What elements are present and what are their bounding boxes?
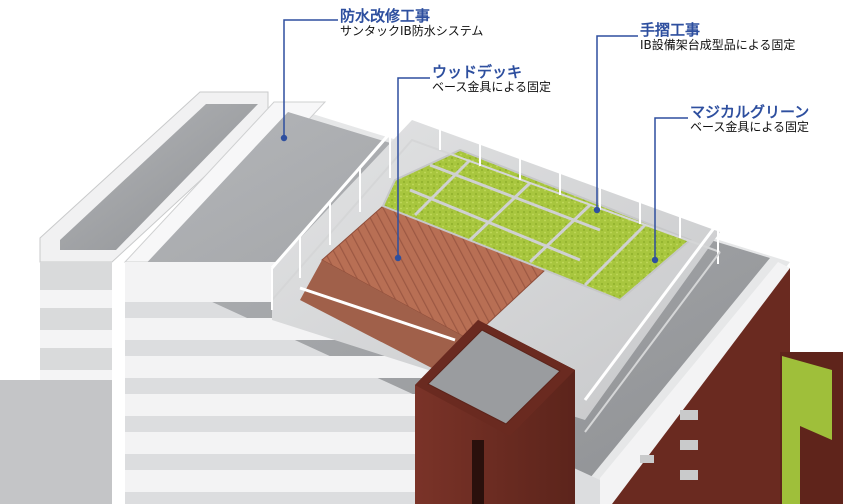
callout-greenery-title: マジカルグリーン — [690, 103, 810, 121]
leader-lines — [283, 19, 688, 260]
callout-waterproof-title: 防水改修工事 — [340, 7, 431, 25]
callout-wooddeck-title: ウッドデッキ — [432, 63, 523, 81]
handrail — [270, 106, 722, 433]
callout-wooddeck-subtitle: ベース金具による固定 — [432, 80, 552, 95]
callout-handrail-title: 手摺工事 — [640, 21, 701, 39]
callout-wooddeck: ウッドデッキ ベース金具による固定 — [432, 63, 552, 95]
callout-greenery: マジカルグリーン ベース金具による固定 — [690, 103, 810, 135]
callout-waterproof: 防水改修工事 サンタックIB防水システム — [340, 7, 484, 39]
callout-waterproof-subtitle: サンタックIB防水システム — [340, 24, 484, 39]
stair-tower — [415, 320, 575, 504]
callout-handrail: 手摺工事 IB設備架台成型品による固定 — [640, 21, 796, 53]
leader-dots — [280, 134, 659, 264]
callout-handrail-subtitle: IB設備架台成型品による固定 — [640, 38, 796, 53]
right-building — [612, 268, 843, 504]
callout-greenery-subtitle: ベース金具による固定 — [690, 120, 810, 135]
greenery-mats — [381, 148, 692, 302]
left-building — [0, 91, 269, 504]
